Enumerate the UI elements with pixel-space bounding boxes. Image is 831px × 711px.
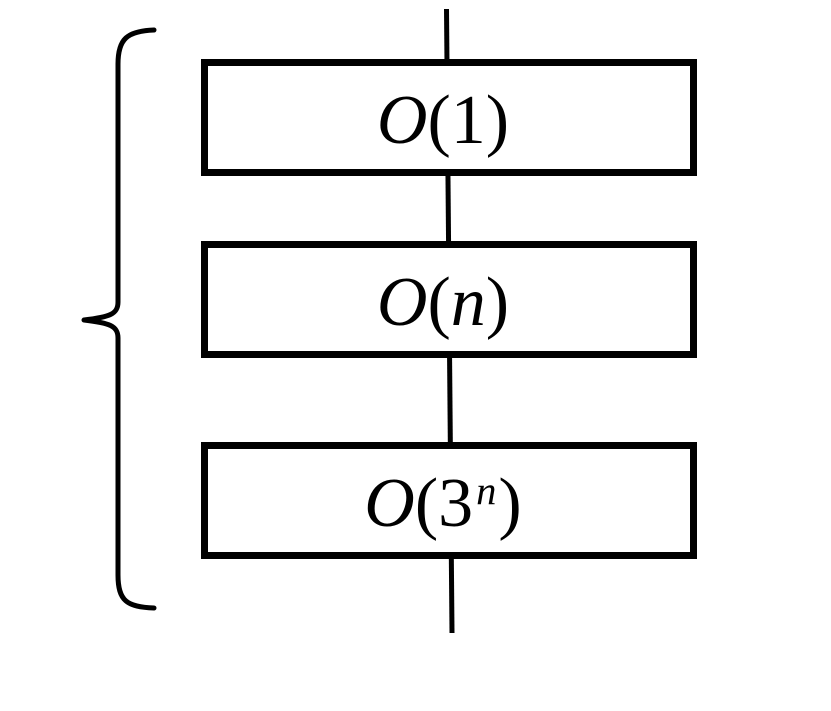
argument: 1 [450,81,486,159]
complexity-box-constant: O(1) [201,59,697,176]
close-paren: ) [498,464,522,542]
argument: 3 [438,464,474,542]
left-curly-brace [81,27,157,611]
big-o-symbol: O [376,81,428,159]
close-paren: ) [485,263,510,341]
open-paren: ( [427,263,451,341]
exponent: n [476,468,497,514]
box-label: O(1) [377,80,509,156]
big-o-symbol: O [364,464,415,542]
open-paren: ( [427,81,451,159]
close-paren: ) [485,81,510,159]
box-label: O(3n) [364,463,521,539]
complexity-box-linear: O(n) [201,241,697,358]
big-o-symbol: O [376,263,428,341]
open-paren: ( [414,464,439,542]
argument-variable: n [450,263,486,341]
complexity-box-exponential: O(3n) [201,442,697,559]
box-label: O(n) [377,262,509,338]
